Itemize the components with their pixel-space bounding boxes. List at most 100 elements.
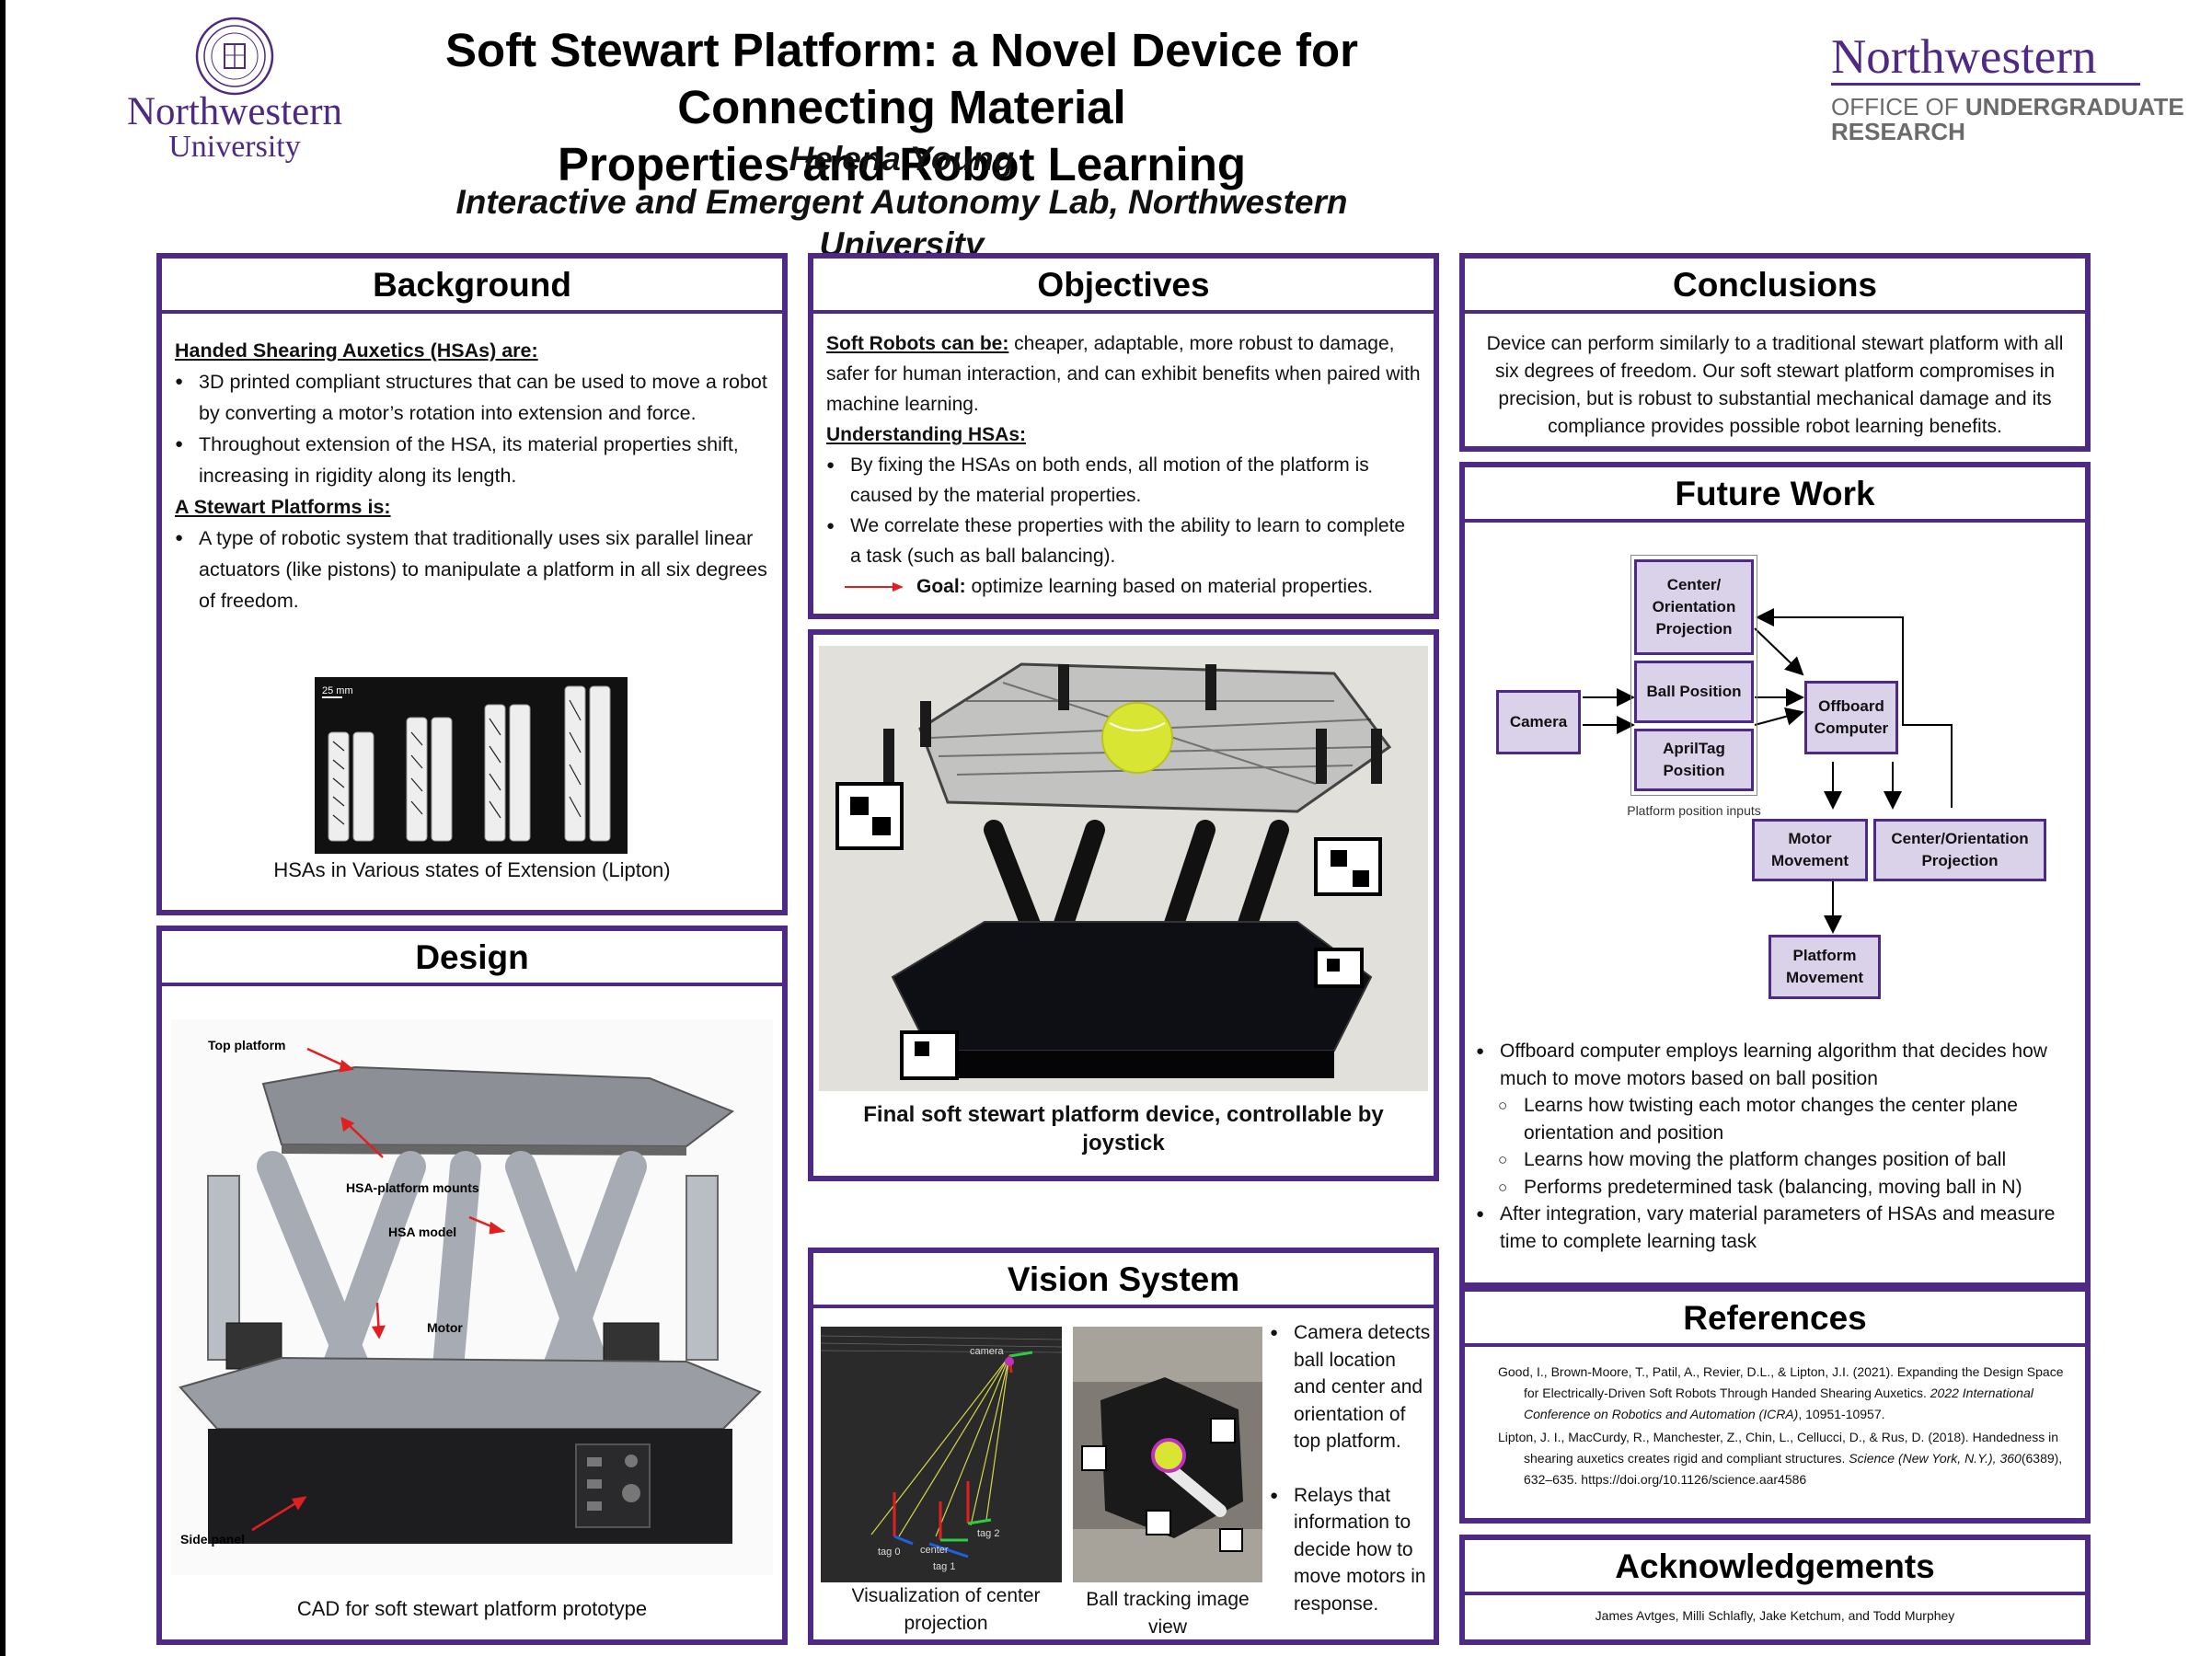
flow-box-center-orientation: Center/ Orientation Projection xyxy=(1634,559,1754,655)
soft-heading: Soft Robots can be: xyxy=(826,333,1009,354)
logo-right-wordmark: Northwestern xyxy=(1831,30,2097,84)
platform-inputs-label: Platform position inputs xyxy=(1627,803,1761,818)
acknowledgements-panel: Acknowledgements James Avtges, Milli Sch… xyxy=(1459,1535,2091,1645)
future-bullets: Offboard computer employs learning algor… xyxy=(1476,1038,2074,1255)
reference-item: Lipton, J. I., MacCurdy, R., Manchester,… xyxy=(1498,1427,2067,1490)
sub-list-item: Learns how twisting each motor changes t… xyxy=(1476,1092,2074,1146)
viz-label-tag1: tag 1 xyxy=(933,1561,955,1572)
flow-box-ball-position: Ball Position xyxy=(1634,661,1754,723)
april-tag-icon xyxy=(835,782,1382,1080)
hsa-heading: Handed Shearing Auxetics (HSAs) are: xyxy=(175,339,538,362)
ref1-pages: , 10951-10957. xyxy=(1798,1407,1885,1421)
office-bold: UNDERGRADUATE xyxy=(1964,93,2184,121)
left-edge-strip xyxy=(0,0,6,1656)
conclusions-panel: Conclusions Device can perform similarly… xyxy=(1459,253,2091,452)
acknowledgements-text: James Avtges, Milli Schlafly, Jake Ketch… xyxy=(1595,1608,1955,1623)
viz-label-tag0: tag 0 xyxy=(878,1547,900,1558)
logo-right-office: OFFICE OF UNDERGRADUATE xyxy=(1831,94,2208,120)
hsa-extension-photo: 25 mm xyxy=(315,677,628,854)
hsa-image-caption: HSAs in Various states of Extension (Lip… xyxy=(273,858,671,881)
flow-box-center-orientation-2: Center/Orientation Projection xyxy=(1873,819,2046,881)
device-photo-caption: Final soft stewart platform device, cont… xyxy=(863,1102,1384,1156)
flow-box-camera: Camera xyxy=(1496,690,1581,754)
label-top-platform: Top platform xyxy=(208,1038,286,1052)
sub-list-item: Learns how moving the platform changes p… xyxy=(1476,1146,2074,1174)
viz-label-camera: camera xyxy=(970,1346,1005,1357)
soft-robots-paragraph: Soft Robots can be: cheaper, adaptable, … xyxy=(826,328,1421,420)
understanding-heading: Understanding HSAs: xyxy=(826,424,1027,445)
viz-label-tag2: tag 2 xyxy=(977,1528,999,1539)
stewart-heading: A Stewart Platforms is: xyxy=(175,496,391,518)
ref2-venue: Science (New York, N.Y.), 360 xyxy=(1849,1451,2022,1466)
vision-title: Vision System xyxy=(813,1253,1434,1308)
design-panel: Design Top platform HSA-platform xyxy=(156,926,788,1645)
label-hsa-model: HSA model xyxy=(388,1225,456,1239)
logo-left-subtitle: University xyxy=(168,130,301,164)
goal-text: optimize learning based on material prop… xyxy=(965,576,1374,597)
objectives-title: Objectives xyxy=(813,259,1434,314)
soft-text: cheaper, adaptable, more robust to damag… xyxy=(826,333,1421,415)
conclusions-title: Conclusions xyxy=(1465,259,2085,314)
flow-box-motor-movement: Motor Movement xyxy=(1752,819,1868,881)
objectives-panel: Objectives Soft Robots can be: cheaper, … xyxy=(808,253,1439,619)
vision-system-panel: Vision System camera tag 0 center tag 1 … xyxy=(808,1248,1439,1645)
references-title: References xyxy=(1465,1292,2085,1347)
logo-right-research: RESEARCH xyxy=(1831,118,1965,145)
list-item: After integration, vary material paramet… xyxy=(1476,1201,2074,1255)
device-photo xyxy=(819,646,1428,1091)
logo-left-wordmark: Northwestern xyxy=(126,90,343,133)
flow-box-platform-movement: Platform Movement xyxy=(1768,935,1881,999)
reference-item: Good, I., Brown-Moore, T., Patil, A., Re… xyxy=(1498,1362,2067,1425)
background-title: Background xyxy=(162,259,782,314)
ball-tracking-caption: Ball tracking image view xyxy=(1086,1589,1250,1638)
northwestern-seal-icon xyxy=(195,17,274,96)
label-mounts: HSA-platform mounts xyxy=(346,1180,479,1195)
cad-caption: CAD for soft stewart platform prototype xyxy=(296,1597,648,1620)
label-motor: Motor xyxy=(427,1320,463,1335)
future-work-panel: Future Work Center/ Orientation Projecti… xyxy=(1459,462,2091,1288)
platform-inputs-group xyxy=(1630,555,1757,796)
label-side-panel: Side panel xyxy=(180,1532,245,1547)
list-item: We correlate these properties with the a… xyxy=(826,511,1421,571)
title-line-2: Properties and Robot Learning xyxy=(557,138,1247,190)
flow-box-offboard-computer: Offboard Computer xyxy=(1804,681,1898,754)
design-title: Design xyxy=(162,931,782,986)
poster-title: Soft Stewart Platform: a Novel Device fo… xyxy=(396,22,1408,193)
list-item: 3D printed compliant structures that can… xyxy=(175,366,769,429)
goal-arrow-icon xyxy=(845,582,904,592)
references-panel: References Good, I., Brown-Moore, T., Pa… xyxy=(1459,1286,2091,1524)
ref2-pages: (6389), 632–635. https://doi.org/10.1126… xyxy=(1524,1451,2063,1487)
list-item: By fixing the HSAs on both ends, all mot… xyxy=(826,450,1421,511)
background-panel: Background Handed Shearing Auxetics (HSA… xyxy=(156,253,788,915)
ref2-authors: Lipton, J. I., MacCurdy, R., Manchester,… xyxy=(1498,1430,2058,1466)
conclusions-text: Device can perform similarly to a tradit… xyxy=(1486,333,2064,437)
ref1-venue: 2022 International Conference on Robotic… xyxy=(1524,1386,2033,1421)
flow-box-apriltag-position: AprilTag Position xyxy=(1634,729,1754,791)
acknowledgements-title: Acknowledgements xyxy=(1465,1540,2085,1595)
list-item: Camera detects ball location and center … xyxy=(1270,1319,1432,1455)
author-name: Helena Young xyxy=(789,140,1015,178)
viz-label-center: center xyxy=(920,1545,949,1556)
references-list: Good, I., Brown-Moore, T., Patil, A., Re… xyxy=(1498,1362,2067,1492)
flow-arrows xyxy=(1583,608,1953,934)
vision-bullets: Camera detects ball location and center … xyxy=(1270,1319,1432,1617)
scale-label: 25 mm xyxy=(322,685,353,696)
ref1-authors: Good, I., Brown-Moore, T., Patil, A., Re… xyxy=(1498,1364,2064,1400)
office-prefix: OFFICE OF xyxy=(1831,93,1965,121)
objectives-body: Soft Robots can be: cheaper, adaptable, … xyxy=(826,328,1421,602)
list-item: A type of robotic system that traditiona… xyxy=(175,523,769,616)
goal-label: Goal: xyxy=(916,576,966,597)
logo-right-rule xyxy=(1831,83,2140,86)
future-title: Future Work xyxy=(1465,467,2085,523)
goal-line: Goal: optimize learning based on materia… xyxy=(826,571,1421,602)
list-item: Offboard computer employs learning algor… xyxy=(1476,1038,2074,1092)
cad-render: Top platform HSA-platform mounts HSA mod… xyxy=(171,1019,773,1575)
title-line-1: Soft Stewart Platform: a Novel Device fo… xyxy=(445,24,1358,133)
list-item: Throughout extension of the HSA, its mat… xyxy=(175,429,769,491)
sub-list-item: Performs predetermined task (balancing, … xyxy=(1476,1174,2074,1202)
ball-tracking-image xyxy=(1073,1327,1262,1582)
background-body: Handed Shearing Auxetics (HSAs) are: 3D … xyxy=(175,335,769,616)
viz-caption: Visualization of center projection xyxy=(851,1585,1041,1634)
list-item: Relays that information to decide how to… xyxy=(1270,1482,1432,1618)
device-photo-panel: Final soft stewart platform device, cont… xyxy=(808,629,1439,1181)
